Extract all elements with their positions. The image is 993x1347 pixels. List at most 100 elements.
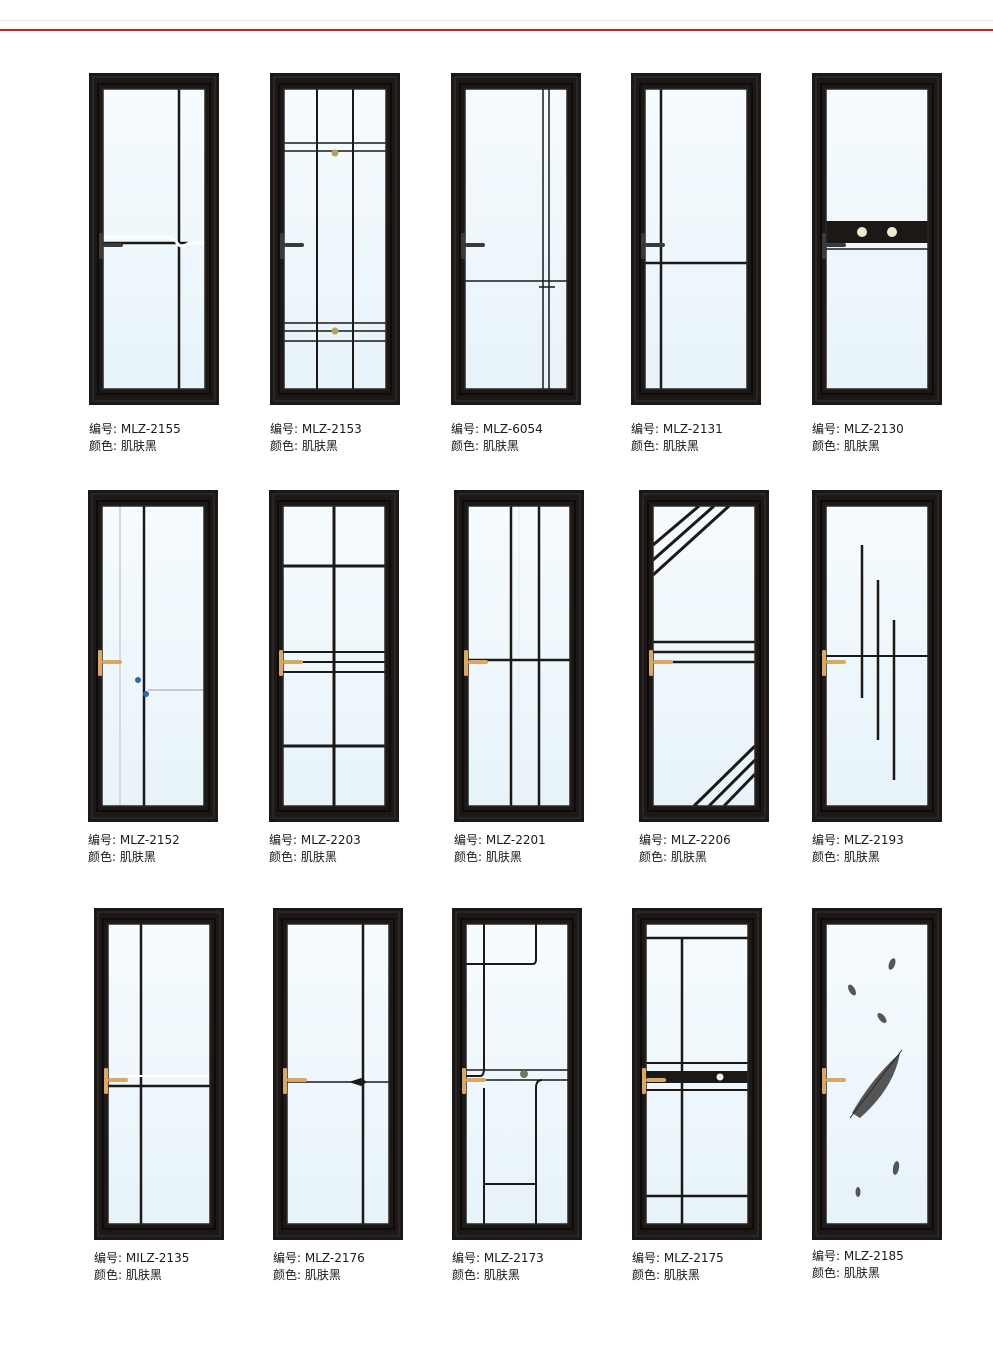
door-image bbox=[270, 73, 400, 405]
color-label: 颜色: bbox=[812, 439, 841, 453]
door-image bbox=[452, 908, 582, 1240]
door-color: 肌肤黑 bbox=[304, 1268, 341, 1282]
code-label: 编号: bbox=[270, 422, 299, 436]
door-illustration bbox=[631, 73, 761, 405]
door-image bbox=[812, 490, 942, 822]
door-code: MLZ-2185 bbox=[843, 1249, 904, 1263]
door-image bbox=[451, 73, 581, 405]
door-illustration bbox=[88, 490, 218, 822]
door-caption: 编号: MLZ-2175 颜色: 肌肤黑 bbox=[632, 1250, 724, 1284]
door-color: 肌肤黑 bbox=[483, 1268, 520, 1282]
door-code: MLZ-2173 bbox=[483, 1251, 544, 1265]
door-illustration bbox=[451, 73, 581, 405]
door-illustration bbox=[273, 908, 403, 1240]
door-caption: 编号: MLZ-2173 颜色: 肌肤黑 bbox=[452, 1250, 544, 1284]
door-image bbox=[454, 490, 584, 822]
door-code: MLZ-2201 bbox=[485, 833, 546, 847]
door-image bbox=[632, 908, 762, 1240]
color-label: 颜色: bbox=[88, 850, 117, 864]
color-label: 颜色: bbox=[812, 1266, 841, 1280]
door-caption: 编号: MLZ-2203 颜色: 肌肤黑 bbox=[269, 832, 361, 866]
door-color: 肌肤黑 bbox=[125, 1268, 162, 1282]
door-color: 肌肤黑 bbox=[485, 850, 522, 864]
code-label: 编号: bbox=[812, 422, 841, 436]
door-image bbox=[812, 908, 942, 1240]
door-caption: 编号: MLZ-2153 颜色: 肌肤黑 bbox=[270, 421, 362, 455]
door-color: 肌肤黑 bbox=[662, 439, 699, 453]
door-caption: 编号: MLZ-2201 颜色: 肌肤黑 bbox=[454, 832, 546, 866]
door-image bbox=[89, 73, 219, 405]
door-illustration bbox=[812, 73, 942, 405]
code-label: 编号: bbox=[273, 1251, 302, 1265]
color-label: 颜色: bbox=[639, 850, 668, 864]
door-image bbox=[94, 908, 224, 1240]
door-caption: 编号: MLZ-2130 颜色: 肌肤黑 bbox=[812, 421, 904, 455]
door-color: 肌肤黑 bbox=[482, 439, 519, 453]
top-divider-gray bbox=[0, 20, 993, 21]
door-caption: 编号: MLZ-2131 颜色: 肌肤黑 bbox=[631, 421, 723, 455]
door-illustration bbox=[452, 908, 582, 1240]
door-image bbox=[812, 73, 942, 405]
code-label: 编号: bbox=[454, 833, 483, 847]
door-caption: 编号: MLZ-2176 颜色: 肌肤黑 bbox=[273, 1250, 365, 1284]
door-code: MLZ-2175 bbox=[663, 1251, 724, 1265]
door-image bbox=[269, 490, 399, 822]
door-color: 肌肤黑 bbox=[663, 1268, 700, 1282]
color-label: 颜色: bbox=[812, 850, 841, 864]
door-caption: 编号: MLZ-2206 颜色: 肌肤黑 bbox=[639, 832, 731, 866]
code-label: 编号: bbox=[631, 422, 660, 436]
color-label: 颜色: bbox=[94, 1268, 123, 1282]
color-label: 颜色: bbox=[270, 439, 299, 453]
door-illustration bbox=[812, 908, 942, 1240]
code-label: 编号: bbox=[88, 833, 117, 847]
door-code: MLZ-2206 bbox=[670, 833, 731, 847]
door-caption: 编号: MLZ-2152 颜色: 肌肤黑 bbox=[88, 832, 180, 866]
door-caption: 编号: MLZ-6054 颜色: 肌肤黑 bbox=[451, 421, 543, 455]
door-illustration bbox=[89, 73, 219, 405]
door-caption: 编号: MLZ-2185 颜色: 肌肤黑 bbox=[812, 1248, 904, 1282]
color-label: 颜色: bbox=[631, 439, 660, 453]
code-label: 编号: bbox=[812, 833, 841, 847]
door-code: MLZ-2131 bbox=[662, 422, 723, 436]
door-color: 肌肤黑 bbox=[670, 850, 707, 864]
color-label: 颜色: bbox=[269, 850, 298, 864]
color-label: 颜色: bbox=[273, 1268, 302, 1282]
door-color: 肌肤黑 bbox=[300, 850, 337, 864]
color-label: 颜色: bbox=[451, 439, 480, 453]
color-label: 颜色: bbox=[89, 439, 118, 453]
color-label: 颜色: bbox=[452, 1268, 481, 1282]
door-color: 肌肤黑 bbox=[119, 850, 156, 864]
door-illustration bbox=[269, 490, 399, 822]
door-caption: 编号: MILZ-2135 颜色: 肌肤黑 bbox=[94, 1250, 189, 1284]
door-code: MLZ-2155 bbox=[120, 422, 181, 436]
code-label: 编号: bbox=[269, 833, 298, 847]
door-code: MLZ-2203 bbox=[300, 833, 361, 847]
door-code: MLZ-2153 bbox=[301, 422, 362, 436]
door-code: MLZ-2193 bbox=[843, 833, 904, 847]
door-illustration bbox=[94, 908, 224, 1240]
door-color: 肌肤黑 bbox=[120, 439, 157, 453]
door-image bbox=[88, 490, 218, 822]
code-label: 编号: bbox=[89, 422, 118, 436]
color-label: 颜色: bbox=[632, 1268, 661, 1282]
door-code: MLZ-2130 bbox=[843, 422, 904, 436]
door-caption: 编号: MLZ-2155 颜色: 肌肤黑 bbox=[89, 421, 181, 455]
door-color: 肌肤黑 bbox=[843, 1266, 880, 1280]
code-label: 编号: bbox=[452, 1251, 481, 1265]
top-divider-red bbox=[0, 29, 993, 31]
code-label: 编号: bbox=[451, 422, 480, 436]
door-code: MILZ-2135 bbox=[125, 1251, 190, 1265]
code-label: 编号: bbox=[812, 1249, 841, 1263]
door-illustration bbox=[632, 908, 762, 1240]
code-label: 编号: bbox=[639, 833, 668, 847]
door-code: MLZ-6054 bbox=[482, 422, 543, 436]
door-image bbox=[631, 73, 761, 405]
door-illustration bbox=[454, 490, 584, 822]
door-image bbox=[639, 490, 769, 822]
color-label: 颜色: bbox=[454, 850, 483, 864]
door-illustration bbox=[812, 490, 942, 822]
door-illustration bbox=[639, 490, 769, 822]
door-color: 肌肤黑 bbox=[843, 439, 880, 453]
door-color: 肌肤黑 bbox=[301, 439, 338, 453]
